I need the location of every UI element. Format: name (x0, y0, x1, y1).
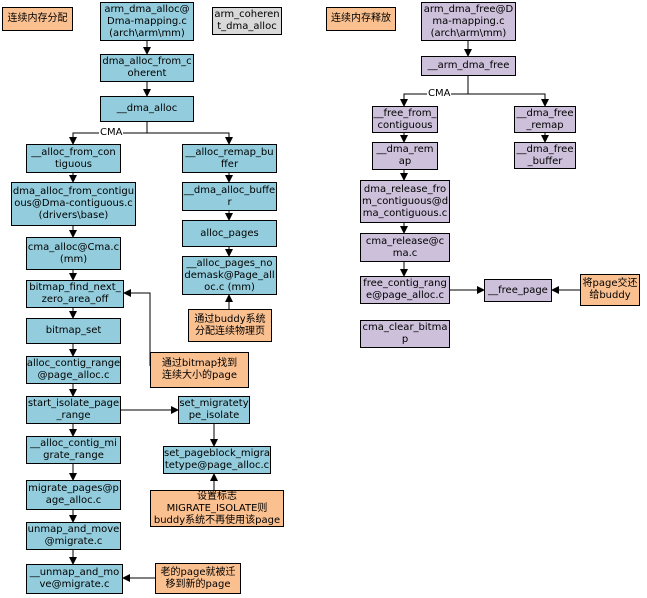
cma-label-left: CMA (99, 127, 124, 138)
node-free-contig-range: free_contig_rang e@page_alloc.c (360, 276, 450, 304)
note-migrate: 老的page就被迁 移到新的page (155, 563, 241, 594)
note-migrate-isolate: 设置标志 MIGRATE_ISOLATE则 buddy系统不再使用该page (150, 490, 284, 527)
node-set-pageblock-migratetype: set_pageblock_migra tetype@page_alloc.c (163, 446, 271, 474)
node-dma-release-from-contiguous: dma_release_fro m_contiguous@d ma_contig… (360, 180, 450, 223)
node-cma-alloc: cma_alloc@Cma.c (mm) (26, 237, 121, 270)
edge-bitmap-note-to-find (123, 289, 151, 366)
alloc-title: 连续内存分配 (2, 7, 73, 31)
cma-label-right: CMA (427, 88, 452, 99)
node-dma-alloc: __dma_alloc (100, 96, 194, 122)
note-buddy-return: 将page交还 给buddy (580, 274, 640, 306)
edge-free-cma-right (468, 93, 549, 107)
node-dma-alloc-from-coherent: dma_alloc_from_c oherent (100, 54, 194, 82)
node-alloc-contig-migrate-range: __alloc_contig_mi grate_range (26, 436, 121, 464)
node-alloc-pages-nodemask: __alloc_pages_no demask@Page_all oc.c (m… (182, 256, 277, 295)
node-alloc-from-contiguous: __alloc_from_con tiguous (26, 144, 121, 173)
node-bitmap-find-next-zero-area-off: bitmap_find_next_ zero_area_off (26, 280, 124, 308)
node-alloc-contig-range: alloc_contig_range @page_alloc.c (26, 356, 121, 384)
node-free-page: __free_page (484, 279, 552, 302)
node-dma-remap: __dma_rem ap (372, 142, 438, 170)
node-dma-free-buffer: __dma_free _buffer (514, 142, 576, 169)
node-alloc-pages: alloc_pages (182, 220, 277, 247)
node-cma-release: cma_release@c ma.c (360, 233, 450, 262)
node-dma-free-remap: __dma_free _remap (514, 106, 576, 133)
node-migrate-pages: migrate_pages@p age_alloc.c (26, 480, 121, 510)
note-buddy-alloc: 通过buddy系统 分配连续物理页 (188, 309, 272, 342)
node-bitmap-set: bitmap_set (26, 318, 121, 344)
node-unmap-and-move: unmap_and_move @migrate.c (26, 522, 121, 550)
node-free-from-contiguous: __free_from_ contiguous (372, 106, 438, 133)
node-set-migratetype-isolate: set_migratety pe_isolate (178, 396, 250, 424)
node-dma-alloc-buffer: __dma_alloc_buffe r (182, 182, 277, 211)
note-bitmap: 通过bitmap找到 连续大小的page (150, 352, 249, 388)
node-arm-dma-free-internal: __arm_dma_free (421, 56, 516, 76)
node-dma-alloc-from-contiguous: dma_alloc_from_contigu ous@Dma-contiguou… (11, 182, 136, 226)
edge-dma-alloc-cma-right (147, 132, 233, 145)
node-unmap-and-move-internal: __unmap_and_mo ve@migrate.c (26, 564, 123, 594)
node-start-isolate-page-range: start_isolate_page _range (26, 396, 121, 424)
node-arm-coherent-dma-alloc: arm_coheren t_dma_alloc (212, 7, 282, 35)
node-alloc-remap-buffer: __alloc_remap_bu ffer (182, 144, 277, 173)
node-arm-dma-free: arm_dma_free@D ma-mapping.c (arch\arm\mm… (421, 2, 516, 41)
free-title: 连续内存释放 (326, 7, 396, 31)
node-cma-clear-bitmap: cma_clear_bitma p (360, 320, 450, 348)
node-arm-dma-alloc: arm_dma_alloc@ Dma-mapping.c (arch\arm\m… (100, 2, 194, 41)
